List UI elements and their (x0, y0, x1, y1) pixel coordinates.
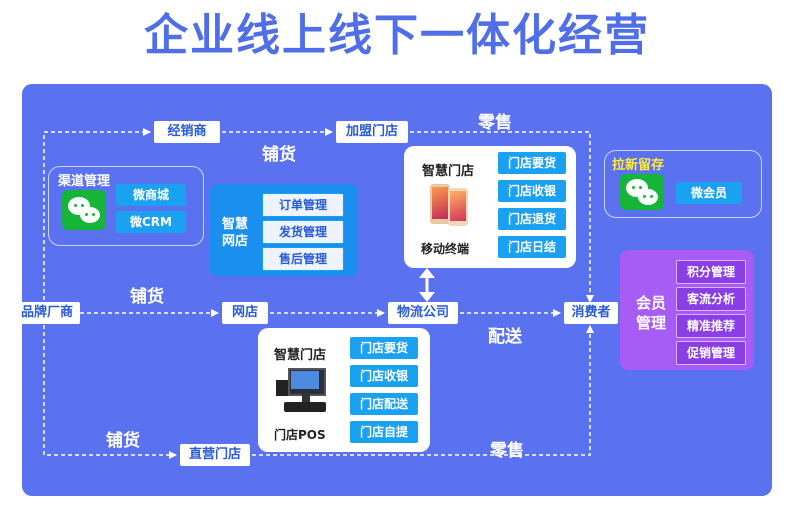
smart-online-title-2: 网店 (222, 234, 249, 249)
node-franchise[interactable]: 加盟门店 (336, 121, 408, 143)
smart-online-title-1: 智慧 (222, 217, 249, 232)
smart-store-top-title: 智慧门店 (422, 164, 475, 179)
page-title: 企业线上线下一体化经营 (144, 10, 650, 61)
node-logistics[interactable]: 物流公司 (388, 302, 458, 324)
label-supply-top: 铺货 (262, 145, 296, 165)
pill-bottom-delivery[interactable]: 门店配送 (350, 393, 418, 415)
wechat-icon (62, 190, 106, 230)
member-traffic[interactable]: 客流分析 (676, 287, 746, 311)
node-consumer[interactable]: 消费者 (564, 302, 618, 324)
label-supply-bottom: 铺货 (106, 431, 140, 451)
member-recommend[interactable]: 精准推荐 (676, 314, 746, 338)
smartphone-icon (428, 182, 474, 228)
retention-frame (604, 150, 762, 218)
member-points[interactable]: 积分管理 (676, 260, 746, 284)
pill-order-mgmt[interactable]: 订单管理 (262, 193, 344, 217)
label-delivery: 配送 (488, 327, 522, 347)
pill-top-cashier[interactable]: 门店收银 (498, 180, 566, 202)
label-supply-mid: 铺货 (130, 287, 164, 307)
channel-mgmt-title: 渠道管理 (58, 174, 111, 189)
pill-bottom-pickup[interactable]: 门店自提 (350, 421, 418, 443)
pill-top-return[interactable]: 门店退货 (498, 208, 566, 230)
pill-bottom-replenish[interactable]: 门店要货 (350, 337, 418, 359)
pill-wecrm[interactable]: 微CRM (116, 211, 186, 233)
pos-terminal-icon (274, 366, 334, 416)
pill-top-dayend[interactable]: 门店日结 (498, 236, 566, 258)
smart-store-top-caption: 移动终端 (421, 242, 470, 256)
pill-wemember[interactable]: 微会员 (676, 182, 742, 204)
smart-store-bottom-title: 智慧门店 (274, 348, 327, 363)
node-brand[interactable]: 品牌厂商 (14, 302, 80, 324)
wechat-icon (620, 174, 664, 210)
label-retail-top: 零售 (478, 113, 512, 133)
node-online-store[interactable]: 网店 (222, 302, 268, 324)
member-promotion[interactable]: 促销管理 (676, 341, 746, 365)
pill-shipping-mgmt[interactable]: 发货管理 (262, 220, 344, 244)
pill-bottom-cashier[interactable]: 门店收银 (350, 365, 418, 387)
pill-weishop[interactable]: 微商城 (116, 184, 186, 206)
member-mgmt-title-2: 管理 (636, 314, 667, 332)
pill-top-replenish[interactable]: 门店要货 (498, 152, 566, 174)
smart-store-bottom-caption: 门店POS (274, 428, 326, 442)
member-mgmt-title-1: 会员 (636, 294, 667, 312)
label-retail-bottom: 零售 (490, 441, 524, 461)
pill-aftersale-mgmt[interactable]: 售后管理 (262, 247, 344, 271)
node-distributor[interactable]: 经销商 (154, 121, 220, 143)
retention-title: 拉新留存 (612, 158, 665, 173)
channel-mgmt-frame (48, 166, 204, 246)
node-direct-store[interactable]: 直营门店 (180, 444, 250, 466)
